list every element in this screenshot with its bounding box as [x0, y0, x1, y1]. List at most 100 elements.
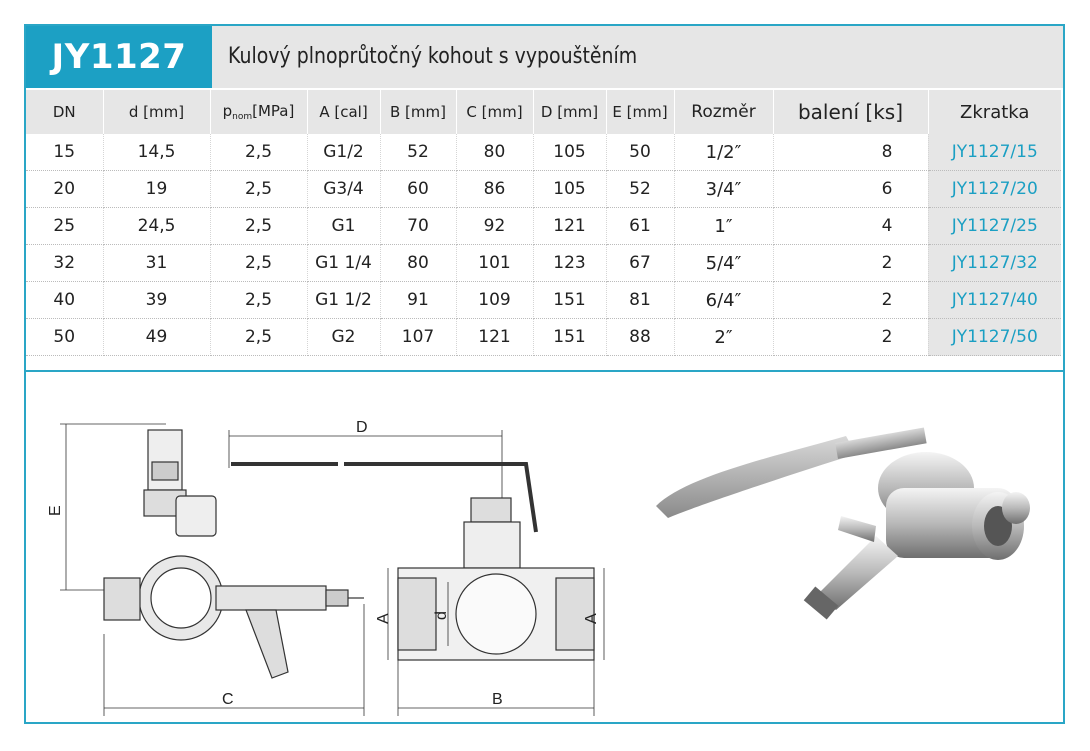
cell-a: G1: [307, 207, 381, 245]
dim-label-d-inner: d: [433, 611, 450, 620]
cell-e: 81: [606, 281, 675, 319]
cell-a: G1 1/4: [307, 244, 381, 282]
col-b: B [mm]: [380, 90, 457, 134]
cell-rozmer: 6/4″: [674, 281, 774, 319]
col-p-unit: [MPa]: [252, 102, 295, 120]
cell-zkratka: JY1127/20: [928, 170, 1061, 208]
col-dd: D [mm]: [533, 90, 607, 134]
cell-c: 101: [456, 244, 534, 282]
cell-a: G1/2: [307, 134, 381, 171]
cell-d: 24,5: [103, 207, 211, 245]
cell-d: 39: [103, 281, 211, 319]
cell-dn: 32: [26, 244, 104, 282]
cell-rozmer: 5/4″: [674, 244, 774, 282]
product-photo: [656, 427, 1030, 620]
cell-rozmer: 2″: [674, 318, 774, 356]
cell-d: 49: [103, 318, 211, 356]
cell-c: 86: [456, 170, 534, 208]
cell-b: 70: [380, 207, 457, 245]
cell-dd: 123: [533, 244, 607, 282]
col-p-sub: nom: [232, 112, 253, 122]
cell-p: 2,5: [210, 318, 308, 356]
product-title: Kulový plnoprůtočný kohout s vypouštěním: [228, 44, 638, 69]
cell-p: 2,5: [210, 244, 308, 282]
cell-rozmer: 3/4″: [674, 170, 774, 208]
cell-dn: 25: [26, 207, 104, 245]
cell-c: 121: [456, 318, 534, 356]
cell-zkratka: JY1127/15: [928, 134, 1061, 171]
cell-baleni: 6: [773, 170, 929, 208]
product-code: JY1127: [26, 26, 212, 88]
cell-e: 50: [606, 134, 675, 171]
cell-b: 107: [380, 318, 457, 356]
dim-label-c: C: [222, 691, 234, 708]
table-header: DN d [mm] pnom[MPa] A [cal] B [mm] C [mm…: [26, 90, 1061, 134]
cell-rozmer: 1″: [674, 207, 774, 245]
cell-p: 2,5: [210, 281, 308, 319]
cell-c: 92: [456, 207, 534, 245]
col-p-main: p: [222, 102, 233, 120]
dim-label-a-right: A: [583, 613, 600, 624]
cell-a: G2: [307, 318, 381, 356]
cell-dd: 151: [533, 281, 607, 319]
spec-table: DN d [mm] pnom[MPa] A [cal] B [mm] C [mm…: [26, 90, 1061, 356]
cell-baleni: 2: [773, 318, 929, 356]
cell-zkratka: JY1127/50: [928, 318, 1061, 356]
cell-rozmer: 1/2″: [674, 134, 774, 171]
cell-a: G1 1/2: [307, 281, 381, 319]
title-bar: JY1127 Kulový plnoprůtočný kohout s vypo…: [26, 26, 1063, 88]
cell-b: 60: [380, 170, 457, 208]
dim-label-a-left: A: [375, 613, 392, 624]
cell-d: 19: [103, 170, 211, 208]
cell-d: 31: [103, 244, 211, 282]
cell-baleni: 2: [773, 244, 929, 282]
cell-p: 2,5: [210, 207, 308, 245]
cell-a: G3/4: [307, 170, 381, 208]
cell-dd: 105: [533, 170, 607, 208]
cell-p: 2,5: [210, 134, 308, 171]
technical-drawing: D E C B A A d: [47, 419, 605, 716]
cell-baleni: 4: [773, 207, 929, 245]
col-p: pnom[MPa]: [210, 90, 308, 134]
col-e: E [mm]: [606, 90, 675, 134]
col-a: A [cal]: [307, 90, 381, 134]
cell-dn: 15: [26, 134, 104, 171]
cell-c: 80: [456, 134, 534, 171]
cell-dn: 40: [26, 281, 104, 319]
dim-label-b: B: [492, 691, 503, 708]
col-baleni: balení [ks]: [773, 90, 929, 134]
cell-dn: 20: [26, 170, 104, 208]
dim-label-e: E: [47, 505, 64, 516]
cell-dd: 151: [533, 318, 607, 356]
section-divider: [26, 370, 1063, 372]
cell-zkratka: JY1127/25: [928, 207, 1061, 245]
cell-zkratka: JY1127/32: [928, 244, 1061, 282]
col-rozmer: Rozměr: [674, 90, 774, 134]
col-d: d [mm]: [103, 90, 211, 134]
cell-b: 91: [380, 281, 457, 319]
cell-dd: 121: [533, 207, 607, 245]
cell-e: 61: [606, 207, 675, 245]
cell-baleni: 8: [773, 134, 929, 171]
col-c: C [mm]: [456, 90, 534, 134]
cell-dd: 105: [533, 134, 607, 171]
cell-baleni: 2: [773, 281, 929, 319]
cell-b: 52: [380, 134, 457, 171]
cell-dn: 50: [26, 318, 104, 356]
cell-d: 14,5: [103, 134, 211, 171]
col-zkratka: Zkratka: [928, 90, 1061, 134]
dim-label-d-top: D: [356, 419, 368, 436]
cell-e: 88: [606, 318, 675, 356]
side-view: [60, 423, 365, 716]
product-sheet: JY1127 Kulový plnoprůtočný kohout s vypo…: [24, 24, 1065, 724]
cell-e: 52: [606, 170, 675, 208]
cell-b: 80: [380, 244, 457, 282]
col-dn: DN: [26, 90, 104, 134]
cell-zkratka: JY1127/40: [928, 281, 1061, 319]
cell-p: 2,5: [210, 170, 308, 208]
